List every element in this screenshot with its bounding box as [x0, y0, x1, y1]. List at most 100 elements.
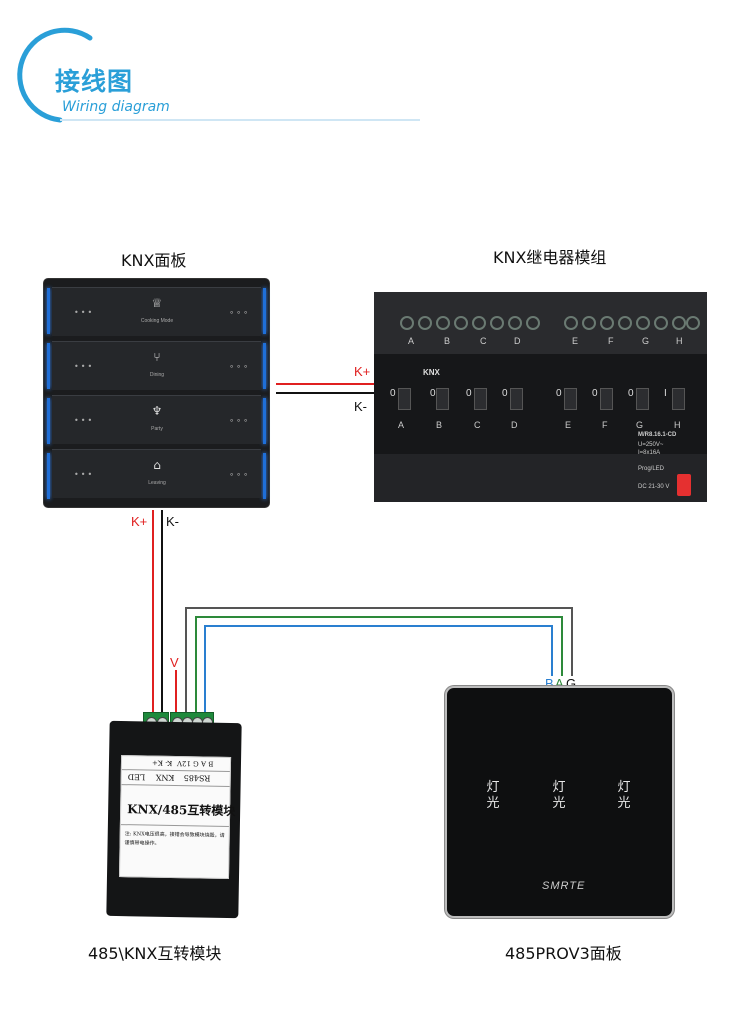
cutlery-icon: ⑂ — [153, 350, 161, 364]
knx-panel-led-right — [263, 398, 266, 444]
converter-divider — [121, 784, 230, 787]
wire-label-v: V — [170, 655, 179, 670]
knx-panel-led-right — [263, 453, 266, 499]
switch-letter: F — [602, 420, 608, 430]
knx-panel-led-right — [263, 343, 266, 389]
relay-spec-u: U=250V~ — [638, 442, 664, 448]
dots-icon: ••• — [74, 470, 95, 479]
switch-letter: B — [436, 420, 443, 430]
relay-model: M/R8.16.1-CD — [638, 432, 677, 438]
terminal-letter: H — [676, 336, 683, 346]
wire-label-b: B — [545, 676, 554, 691]
switch-off-mark: I — [664, 388, 667, 399]
switch-off-mark: 0 — [592, 388, 598, 399]
wire-label-k-plus-panel: K+ — [131, 514, 148, 529]
screw-icon — [400, 316, 414, 330]
terminal-letter: E — [572, 336, 579, 346]
screw-icon — [454, 316, 468, 330]
relay-dc-label: DC 21-30 V — [638, 484, 670, 490]
knx-button-caption: Leaving — [148, 480, 166, 486]
switch-off-mark: 0 — [556, 388, 562, 399]
knx-panel-led-left — [47, 343, 50, 389]
knx-logo: KNX — [423, 368, 440, 377]
relay-module-label: KNX继电器模组 — [493, 248, 607, 267]
switch-off-mark: 0 — [502, 388, 508, 399]
header-title: 接线图 — [55, 67, 134, 96]
wire-label-a: A — [555, 676, 564, 691]
converter-top-row: B A G 12V — [176, 759, 214, 768]
terminal-letter: G — [642, 336, 650, 346]
wire-label-k-plus-relay: K+ — [354, 364, 371, 379]
knx-panel-label: KNX面板 — [121, 251, 187, 270]
switch-off-mark: 0 — [390, 388, 396, 399]
relay-face — [374, 354, 707, 454]
knx-panel-button-3: ••• ♆ Party ∘∘∘ — [52, 395, 261, 444]
converter-knx: KNX — [155, 772, 175, 782]
prov3-logo: SMRTE — [542, 880, 586, 892]
relay-switch — [474, 388, 487, 410]
screw-icon — [686, 316, 700, 330]
terminal-letter: B — [444, 336, 451, 346]
terminal-letter: A — [408, 336, 415, 346]
header-logo-arc-icon — [17, 27, 420, 123]
relay-spec-i: I=8x16A — [638, 450, 661, 456]
prov3-button-3-text: 灯光 — [617, 780, 631, 811]
screw-icon — [672, 316, 686, 330]
knx-panel-button-1: ••• ♕ Cooking Mode ∘∘∘ — [52, 287, 261, 336]
prov3-button-1-text: 灯光 — [486, 780, 500, 811]
dots-icon: ∘∘∘ — [229, 362, 251, 371]
knx-panel: ••• ♕ Cooking Mode ∘∘∘ ••• ⑂ Dining ∘∘∘ … — [44, 279, 269, 507]
converter-rs485: RS485 — [183, 773, 211, 783]
screw-icon — [654, 316, 668, 330]
prov3-panel-label: 485PROV3面板 — [505, 944, 622, 963]
switch-letter: E — [565, 420, 572, 430]
relay-switch — [436, 388, 449, 410]
converter-label: 485\KNX互转模块 — [88, 944, 222, 963]
knx-panel-led-right — [263, 288, 266, 334]
wire-label-g: G — [566, 676, 577, 691]
knx-485-converter: B A G 12V K- K+ RS485 KNX LED KNX/485互转模… — [106, 720, 242, 919]
screw-icon — [582, 316, 596, 330]
relay-switch — [600, 388, 613, 410]
knx-panel-led-left — [47, 453, 50, 499]
screw-icon — [508, 316, 522, 330]
header-subtitle: Wiring diagram — [62, 99, 170, 115]
wire-label-k-minus-relay: K- — [354, 399, 367, 414]
screw-icon — [472, 316, 486, 330]
switch-off-mark: 0 — [466, 388, 472, 399]
wire-label-k-minus-panel: K- — [166, 514, 179, 529]
terminal-letter: C — [480, 336, 487, 346]
screw-icon — [526, 316, 540, 330]
dots-icon: ∘∘∘ — [229, 308, 251, 317]
screw-icon — [436, 316, 450, 330]
switch-letter: H — [674, 420, 681, 430]
switch-letter: A — [398, 420, 405, 430]
switch-letter: G — [636, 420, 644, 430]
knx-panel-led-left — [47, 398, 50, 444]
chef-hat-icon: ♕ — [151, 296, 163, 310]
knx-panel-button-4: ••• ⌂ Leaving ∘∘∘ — [52, 449, 261, 498]
dots-icon: ∘∘∘ — [229, 470, 251, 479]
knx-button-caption: Dining — [149, 372, 165, 378]
screw-icon — [618, 316, 632, 330]
converter-title: KNX/485互转模块 — [127, 802, 236, 819]
converter-top-row2: K- K+ — [151, 758, 173, 767]
prog-button — [677, 474, 691, 496]
knx-relay-module: A B C D E F G H KNX 0 0 0 0 0 0 0 I A B … — [374, 292, 707, 502]
switch-off-mark: 0 — [430, 388, 436, 399]
screw-icon — [564, 316, 578, 330]
converter-note: 注: KNX电压很高，接错会导致模块烧毁，请谨慎带电操作。 — [124, 831, 225, 847]
relay-switch — [510, 388, 523, 410]
converter-led: LED — [127, 772, 146, 782]
relay-prog-label: Prog/LED — [638, 466, 665, 472]
terminal-letter: D — [514, 336, 521, 346]
screw-icon — [636, 316, 650, 330]
knx-panel-button-2: ••• ⑂ Dining ∘∘∘ — [52, 341, 261, 390]
home-exit-icon: ⌂ — [153, 458, 161, 472]
dots-icon: ••• — [74, 308, 95, 317]
relay-switch — [398, 388, 411, 410]
converter-sticker: B A G 12V K- K+ RS485 KNX LED KNX/485互转模… — [118, 755, 235, 879]
relay-switch — [672, 388, 685, 410]
screw-icon — [418, 316, 432, 330]
